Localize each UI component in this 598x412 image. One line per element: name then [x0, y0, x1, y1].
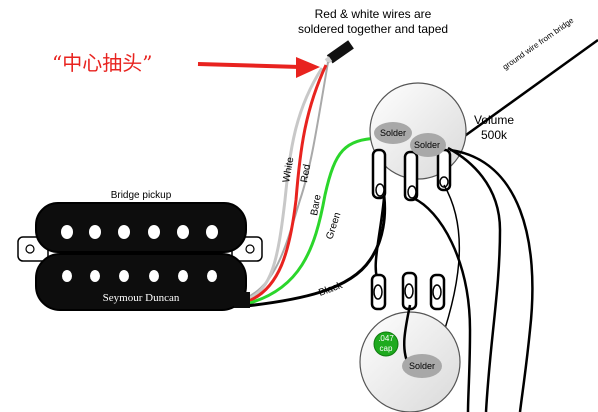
annotation-arrowhead: [296, 57, 320, 78]
capacitor: [373, 331, 399, 357]
wire-label-red: Red: [299, 164, 313, 184]
volume-solder-left: [374, 122, 412, 144]
annotation-arrow-shaft: [197, 62, 301, 69]
pickup-lead-connector: [234, 292, 250, 308]
volume-solder-left-label: Solder: [380, 128, 406, 138]
volume-to-output: [412, 196, 472, 412]
taped-wire-end: [324, 40, 354, 65]
white-wire: [245, 67, 324, 302]
pickup-bobbin-top: [35, 202, 247, 253]
output-wire-far: [449, 148, 534, 412]
wire-label-green: Green: [324, 211, 343, 241]
top-note-line1: Red & white wires are: [315, 7, 432, 21]
red-wire: [245, 64, 328, 304]
green-wire: [245, 136, 379, 306]
pickup-brand: Seymour Duncan: [103, 292, 180, 304]
tone-solder-label: Solder: [409, 361, 435, 371]
pickup-bobbin-bottom: [35, 253, 247, 311]
volume-solder-right-label: Solder: [414, 140, 440, 150]
volume-solder-right: [410, 133, 446, 157]
capacitor-unit: cap: [380, 344, 393, 353]
volume-value: 500k: [481, 128, 508, 142]
wire-label-black: Black: [317, 280, 345, 299]
black-wire: [245, 195, 387, 308]
top-note-line2: soldered together and taped: [298, 22, 448, 36]
tone-solder: [402, 354, 442, 378]
volume-label: Volume: [474, 113, 514, 127]
pickup-title: Bridge pickup: [111, 190, 172, 201]
output-wire-right: [447, 146, 502, 412]
ground-wire: [447, 38, 598, 150]
bridge-pickup: Seymour Duncan: [17, 202, 263, 311]
center-tap-label: “中心抽头”: [52, 51, 152, 75]
wire-label-white: White: [281, 156, 296, 184]
wire-label-bare: Bare: [309, 193, 324, 216]
capacitor-value: .047: [378, 334, 394, 343]
